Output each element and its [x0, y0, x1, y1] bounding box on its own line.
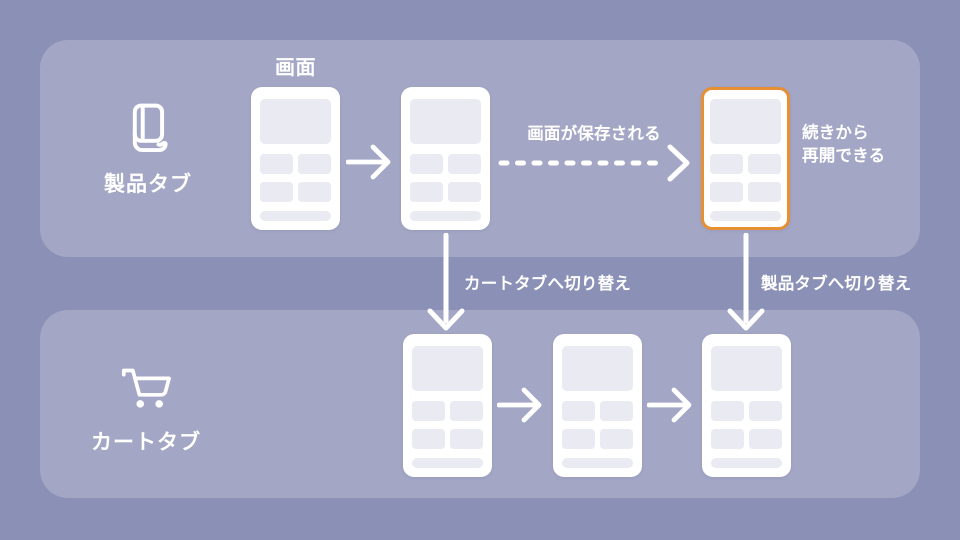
- phone-grid: [410, 154, 481, 202]
- phone-grid-cell: [298, 154, 331, 174]
- product-tab-title: 製品タブ: [104, 173, 192, 196]
- phone-grid-cell: [749, 429, 782, 449]
- phone-grid: [711, 401, 782, 449]
- phone-grid-cell: [748, 154, 781, 174]
- phone-hero-block: [562, 346, 633, 391]
- phone-grid: [562, 401, 633, 449]
- arrow-right-icon: [497, 387, 542, 423]
- phone-hero-block: [710, 99, 781, 144]
- phone-mockup-cart-2: [553, 334, 642, 477]
- phone-mockup-product-saved-highlighted: [701, 87, 790, 230]
- phone-grid-cell: [410, 154, 443, 174]
- phone-hero-block: [410, 99, 481, 144]
- phone-mockup-cart-3: [702, 334, 791, 477]
- phone-bottom-pill: [412, 458, 483, 468]
- phone-bottom-pill: [562, 458, 633, 468]
- phone-hero-block: [412, 346, 483, 391]
- phone-bottom-pill: [260, 211, 331, 221]
- resume-note: 続きから 再開できる: [802, 122, 885, 168]
- dashed-arrow-right-icon: [498, 144, 690, 182]
- book-icon: [132, 103, 168, 153]
- phone-grid-cell: [748, 182, 781, 202]
- resume-note-line1: 続きから: [802, 124, 869, 142]
- save-transition-label: 画面が保存される: [527, 125, 661, 143]
- phone-grid-cell: [448, 154, 481, 174]
- phone-grid-cell: [450, 429, 483, 449]
- phone-grid-cell: [448, 182, 481, 202]
- phone-grid-cell: [450, 401, 483, 421]
- phone-grid-cell: [711, 429, 744, 449]
- phone-mockup-product-2: [401, 87, 490, 230]
- phone-grid-cell: [562, 429, 595, 449]
- phone-grid-cell: [562, 401, 595, 421]
- phone-grid-cell: [260, 182, 293, 202]
- phone-bottom-pill: [711, 458, 782, 468]
- screen-caption: 画面: [275, 57, 316, 79]
- phone-grid: [412, 401, 483, 449]
- arrow-right-icon: [647, 387, 692, 423]
- phone-grid-cell: [711, 401, 744, 421]
- phone-grid-cell: [600, 401, 633, 421]
- phone-grid: [710, 154, 781, 202]
- cart-tab-title: カートタブ: [91, 431, 201, 454]
- arrow-right-icon: [346, 144, 391, 180]
- phone-mockup-product-1: [251, 87, 340, 230]
- phone-bottom-pill: [410, 211, 481, 221]
- phone-grid-cell: [600, 429, 633, 449]
- cart-tab-group: カートタブ: [86, 362, 206, 456]
- switch-to-product-label: 製品タブへ切り替え: [761, 275, 912, 293]
- phone-grid-cell: [412, 401, 445, 421]
- phone-grid-cell: [260, 154, 293, 174]
- phone-grid-cell: [710, 182, 743, 202]
- resume-note-line2: 再開できる: [802, 147, 886, 165]
- product-tab-group: 製品タブ: [88, 102, 208, 198]
- phone-grid-cell: [412, 429, 445, 449]
- cart-icon: [121, 368, 171, 408]
- phone-hero-block: [711, 346, 782, 391]
- phone-hero-block: [260, 99, 331, 144]
- phone-grid-cell: [710, 154, 743, 174]
- switch-to-cart-label: カートタブへ切り替え: [464, 275, 631, 293]
- phone-grid-cell: [749, 401, 782, 421]
- phone-grid: [260, 154, 331, 202]
- arrow-down-to-cart-icon: [427, 233, 465, 331]
- phone-bottom-pill: [710, 211, 781, 221]
- phone-grid-cell: [298, 182, 331, 202]
- phone-mockup-cart-1: [403, 334, 492, 477]
- phone-grid-cell: [410, 182, 443, 202]
- arrow-down-to-product-icon: [727, 233, 765, 331]
